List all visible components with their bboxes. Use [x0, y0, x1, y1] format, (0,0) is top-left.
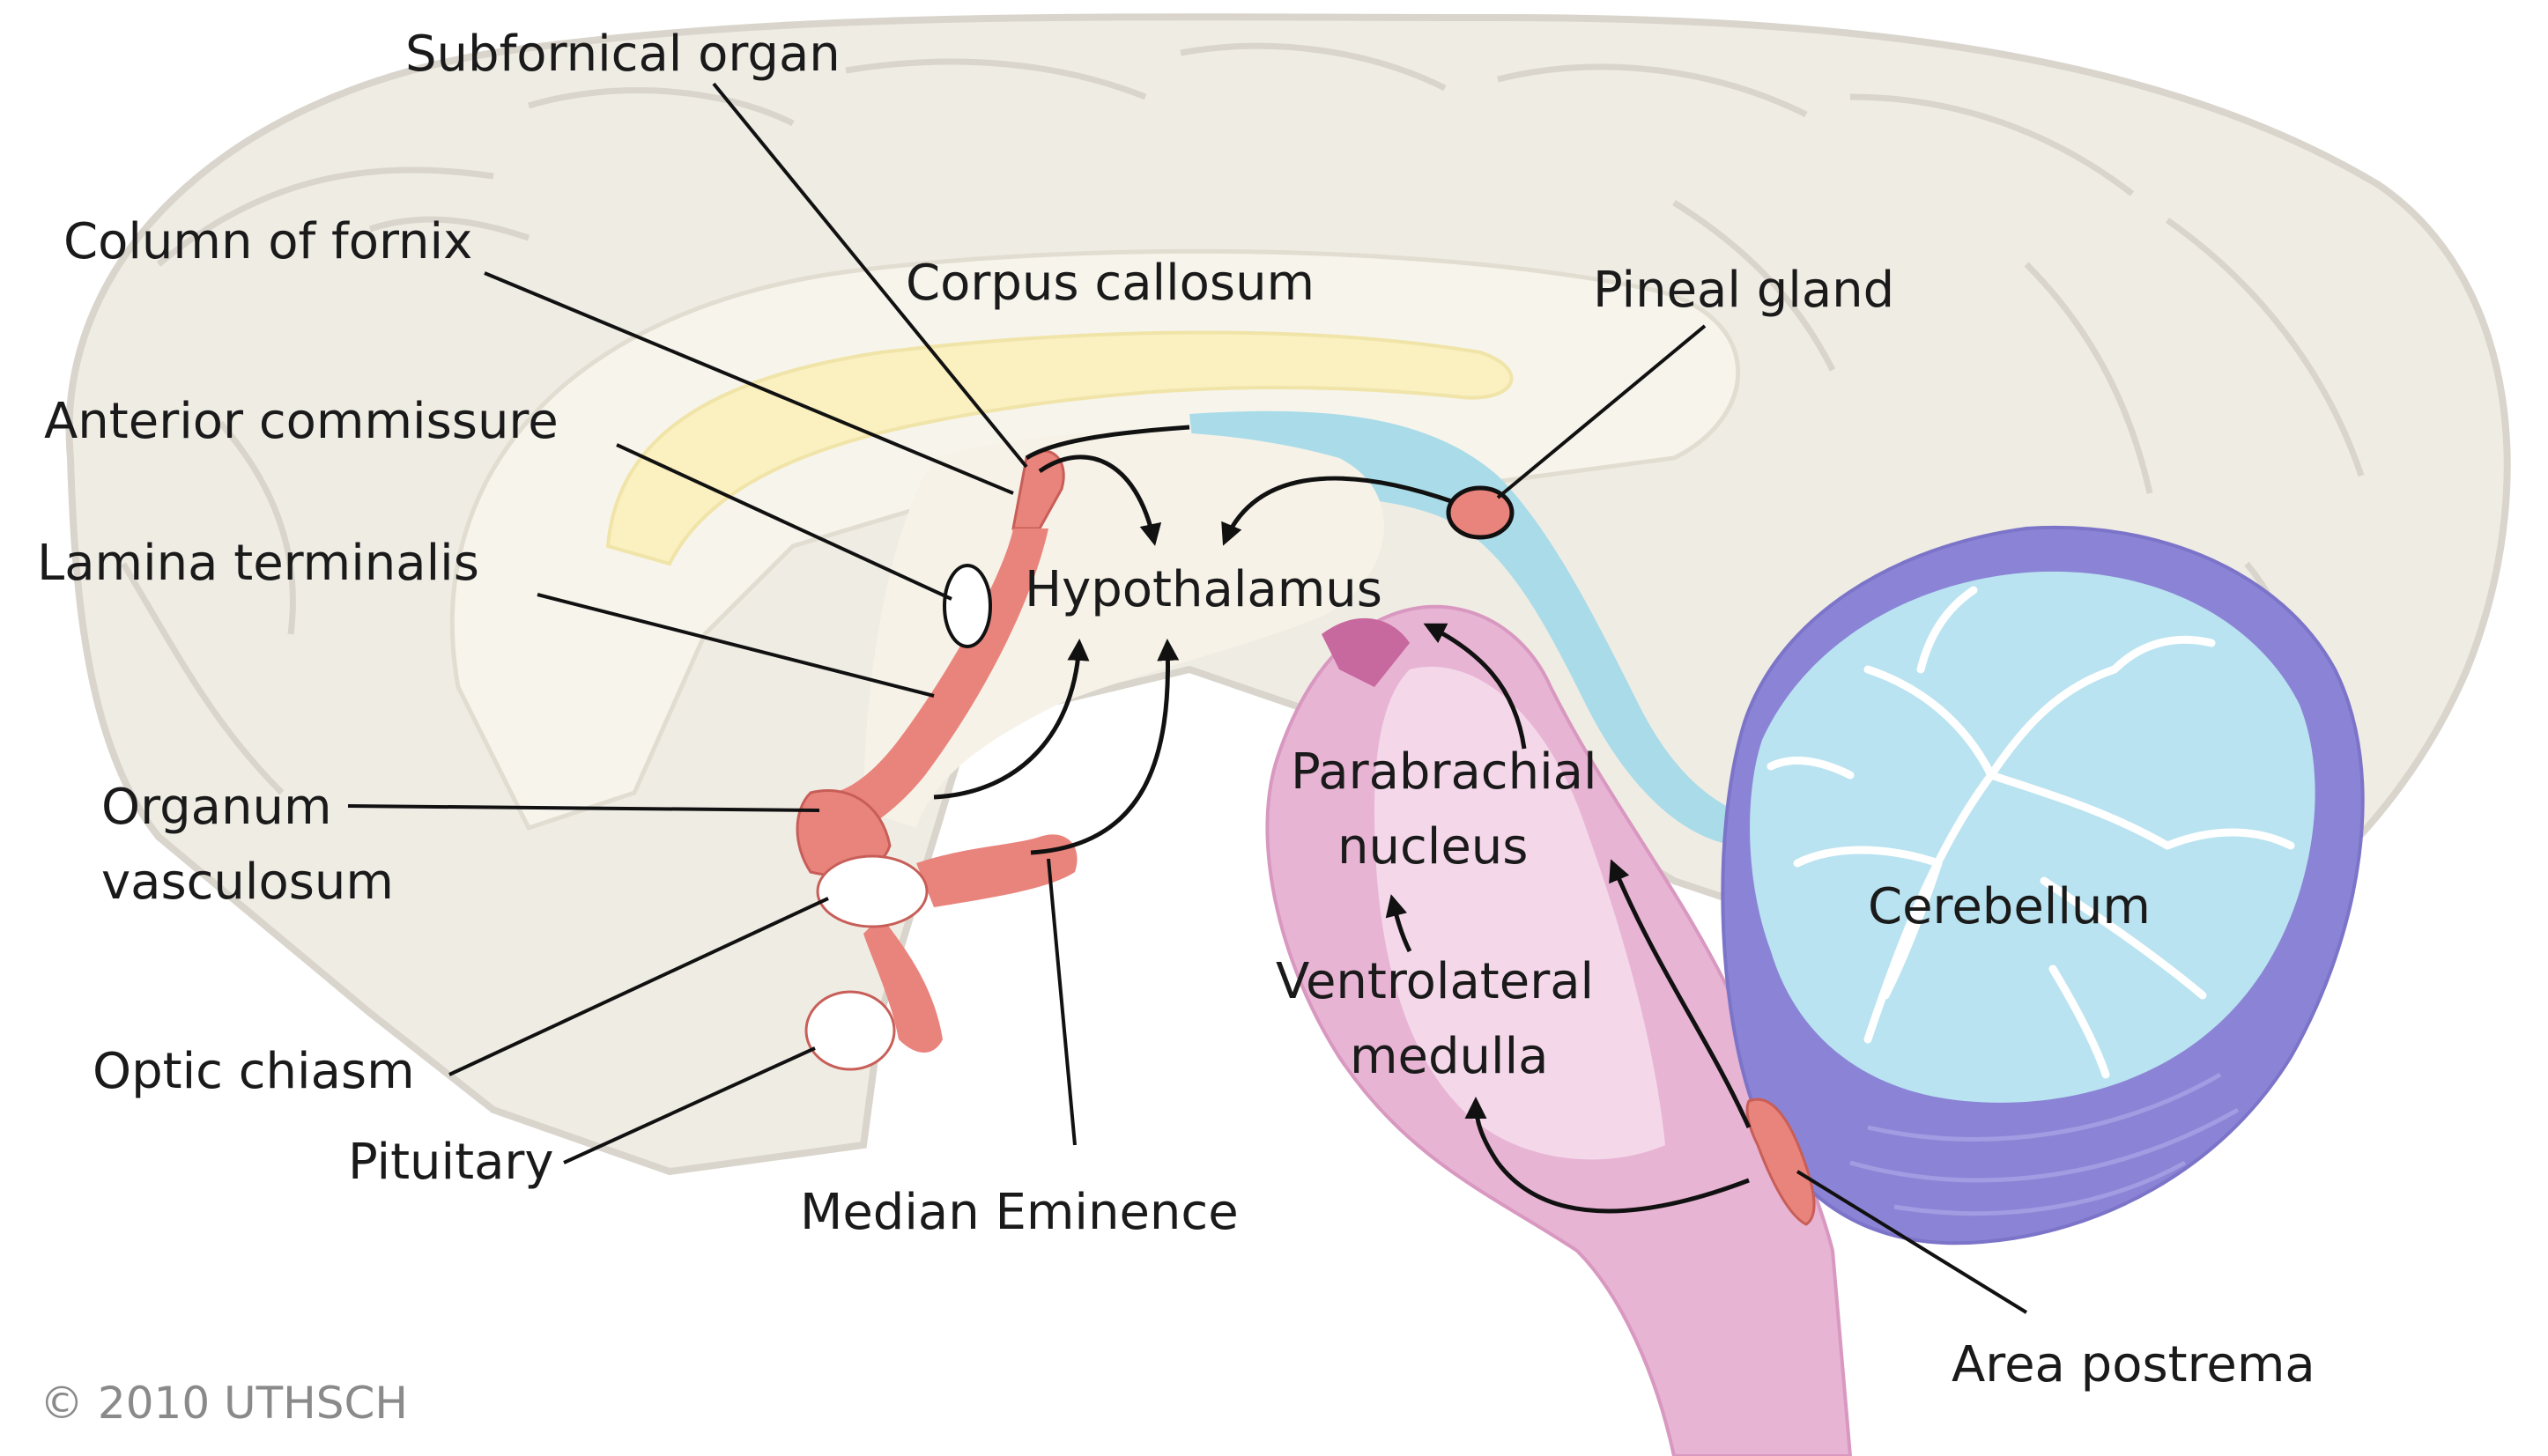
label-hypothalamus: Hypothalamus: [1025, 561, 1382, 618]
optic-chiasm-shape: [816, 854, 929, 928]
label-corpus-callosum: Corpus callosum: [906, 255, 1315, 312]
label-parabrachial: Parabrachial: [1291, 743, 1597, 801]
label-vasculosum: vasculosum: [101, 854, 394, 911]
label-nucleus: nucleus: [1337, 818, 1528, 876]
label-organum: Organum: [101, 779, 332, 836]
area-postrema-shape: [1745, 1098, 1816, 1226]
hypothalamic-region: [863, 432, 1384, 828]
brainstem: [1265, 604, 1853, 1456]
label-optic-chiasm: Optic chiasm: [93, 1043, 415, 1100]
corpus-callosum: [605, 330, 1514, 566]
label-ventrolateral: Ventrolateral: [1276, 953, 1594, 1010]
cerebellum: [1721, 526, 2365, 1245]
structure-labels: Subfornical organ Column of fornix Corpu…: [37, 26, 2315, 1429]
label-median-eminence: Median Eminence: [800, 1184, 1239, 1241]
label-anterior-commissure: Anterior commissure: [44, 393, 559, 450]
anterior-commissure-shape: [943, 564, 992, 648]
label-column-of-fornix: Column of fornix: [63, 213, 472, 270]
label-area-postrema: Area postrema: [1952, 1336, 2315, 1393]
pituitary-shape: [804, 990, 896, 1071]
copyright-notice: © 2010 UTHSCH: [40, 1378, 408, 1429]
label-subfornical-organ: Subfornical organ: [405, 26, 841, 83]
label-cerebellum: Cerebellum: [1868, 878, 2151, 935]
signal-flow-arrows: [933, 425, 1752, 1214]
label-pineal-gland: Pineal gland: [1593, 262, 1894, 319]
label-pituitary: Pituitary: [348, 1134, 554, 1191]
label-lamina-terminalis: Lamina terminalis: [37, 535, 479, 592]
label-medulla: medulla: [1350, 1028, 1548, 1085]
third-ventricle: [1189, 410, 1762, 846]
pineal-gland-shape: [1446, 485, 1515, 540]
label-leader-lines: [347, 82, 2028, 1314]
